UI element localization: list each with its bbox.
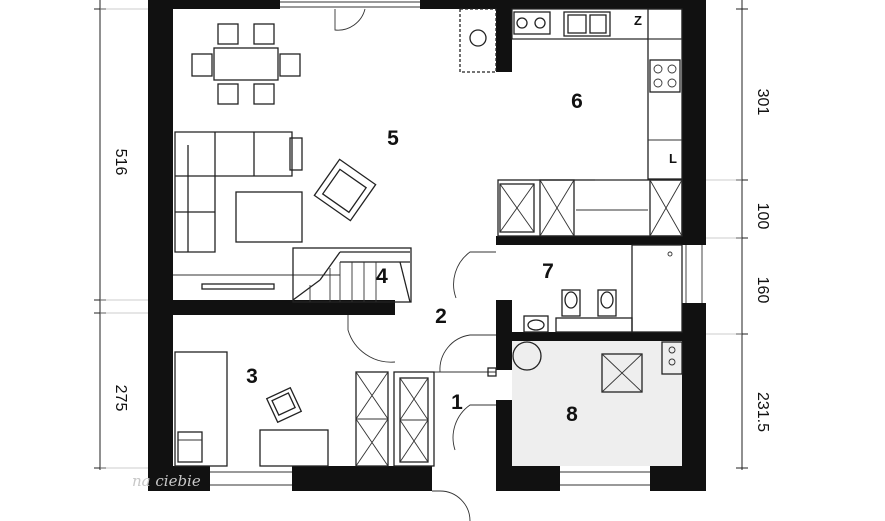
fridge-mark: Z [634, 13, 642, 28]
room-6-label: 6 [571, 90, 583, 113]
staircase [292, 247, 412, 303]
left-dimension-line [94, 0, 148, 470]
right-dimension-160: 160 [754, 277, 771, 304]
coffee-table [235, 191, 303, 243]
right-dimension-301: 301 [754, 89, 771, 116]
wardrobes [355, 371, 435, 467]
left-dimension-516: 516 [112, 149, 129, 176]
room-2-label: 2 [435, 305, 447, 328]
room-1-label: 1 [451, 391, 463, 414]
utility-room-floor [512, 340, 684, 468]
corner-sofa [174, 131, 303, 253]
kitchen-units [459, 8, 683, 237]
room-3-furniture [174, 351, 329, 467]
dishwasher-mark: L [669, 151, 677, 166]
bathroom-fixtures [523, 244, 683, 333]
right-dimension-100: 100 [754, 203, 771, 230]
tv-unit [173, 274, 340, 290]
room-4-label: 4 [376, 265, 388, 288]
right-dimension-line [706, 0, 748, 470]
right-dimension-231-5: 231.5 [754, 392, 771, 432]
room-5-label: 5 [387, 127, 399, 150]
room-7-label: 7 [542, 260, 554, 283]
room-3-label: 3 [246, 365, 258, 388]
windows [210, 0, 706, 491]
interior-walls [173, 9, 686, 470]
left-dimension-275: 275 [112, 385, 129, 412]
door-swings [334, 8, 496, 521]
watermark: na ciebie [132, 472, 201, 490]
armchair [313, 158, 377, 222]
utility-fixtures [487, 341, 683, 393]
dining-table [191, 23, 301, 105]
room-8-label: 8 [566, 403, 578, 426]
